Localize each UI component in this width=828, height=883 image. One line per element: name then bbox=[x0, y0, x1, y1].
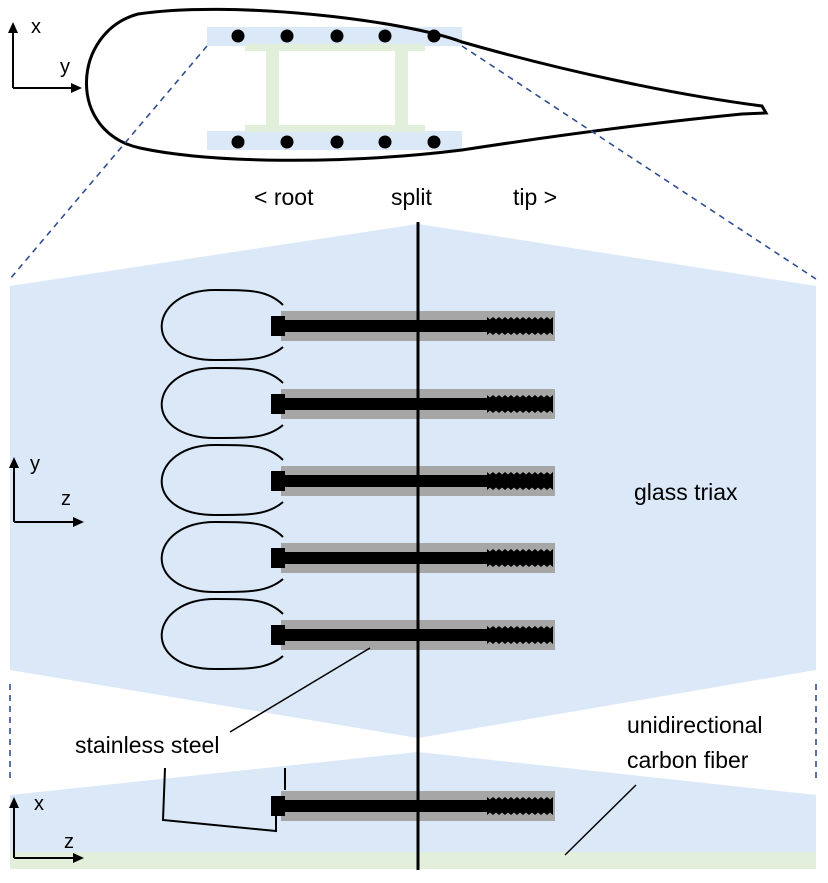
insert-outline-3 bbox=[160, 443, 284, 517]
axis-middle-vertical-label: y bbox=[30, 453, 40, 475]
bolt-shank-2 bbox=[283, 398, 489, 410]
axis-bottom-vertical-label: x bbox=[34, 793, 44, 815]
tip-label: tip > bbox=[513, 184, 557, 210]
bolt-assembly-side bbox=[271, 791, 555, 821]
side-bolt bbox=[271, 791, 555, 821]
shear-web bbox=[245, 44, 425, 132]
stainless-steel-leader bbox=[229, 647, 371, 733]
axes-top: x y bbox=[8, 16, 82, 93]
airfoil-outline bbox=[85, 7, 769, 162]
carbon-fiber-label-line2: carbon fiber bbox=[627, 747, 749, 773]
bolt-shank-side bbox=[283, 800, 489, 812]
glass-triax-label: glass triax bbox=[634, 479, 738, 505]
insert-outline-1 bbox=[160, 288, 284, 362]
root-label: < root bbox=[254, 184, 314, 210]
upper-bolt-dots bbox=[231, 29, 441, 43]
axis-top-horizontal-label: y bbox=[60, 56, 70, 78]
bolt-threads-side bbox=[487, 797, 553, 815]
bolt-threads-3 bbox=[487, 472, 553, 490]
bolt-head-4 bbox=[271, 548, 285, 568]
bolt-shank-4 bbox=[283, 552, 489, 564]
bolt-threads-4 bbox=[487, 549, 553, 567]
lower-bolt-dots bbox=[231, 135, 441, 149]
carbon-fiber-layer bbox=[10, 852, 816, 869]
bolt-head-2 bbox=[271, 394, 285, 414]
airfoil-section bbox=[85, 7, 769, 162]
zoom-lines bbox=[9, 45, 817, 782]
carbon-fiber-leader bbox=[564, 784, 637, 856]
bolt-head-5 bbox=[271, 625, 285, 645]
bolt-shank-1 bbox=[283, 320, 489, 332]
bolt-threads-2 bbox=[487, 395, 553, 413]
axis-top-vertical-label: x bbox=[31, 16, 41, 38]
axis-middle-horizontal-label: z bbox=[61, 488, 71, 510]
insert-outline-5 bbox=[160, 597, 284, 671]
bolt-shank-5 bbox=[283, 629, 489, 641]
carbon-fiber-label-line1: unidirectional bbox=[627, 712, 763, 738]
bolt-head-3 bbox=[271, 471, 285, 491]
bolt-head-1 bbox=[271, 316, 285, 336]
insert-outline-4 bbox=[160, 520, 284, 594]
split-label: split bbox=[391, 184, 433, 210]
axis-bottom-horizontal-label: z bbox=[64, 831, 74, 853]
axes-middle: y z bbox=[9, 453, 84, 527]
stainless-steel-label: stainless steel bbox=[75, 732, 219, 758]
bolt-shank-3 bbox=[283, 475, 489, 487]
bolt-threads-1 bbox=[487, 317, 553, 335]
side-insert-outline bbox=[161, 767, 277, 833]
bolt-head-side bbox=[271, 796, 285, 816]
bolt-threads-5 bbox=[487, 626, 553, 644]
insert-outline-2 bbox=[160, 366, 284, 440]
axes-bottom: x z bbox=[9, 793, 84, 863]
